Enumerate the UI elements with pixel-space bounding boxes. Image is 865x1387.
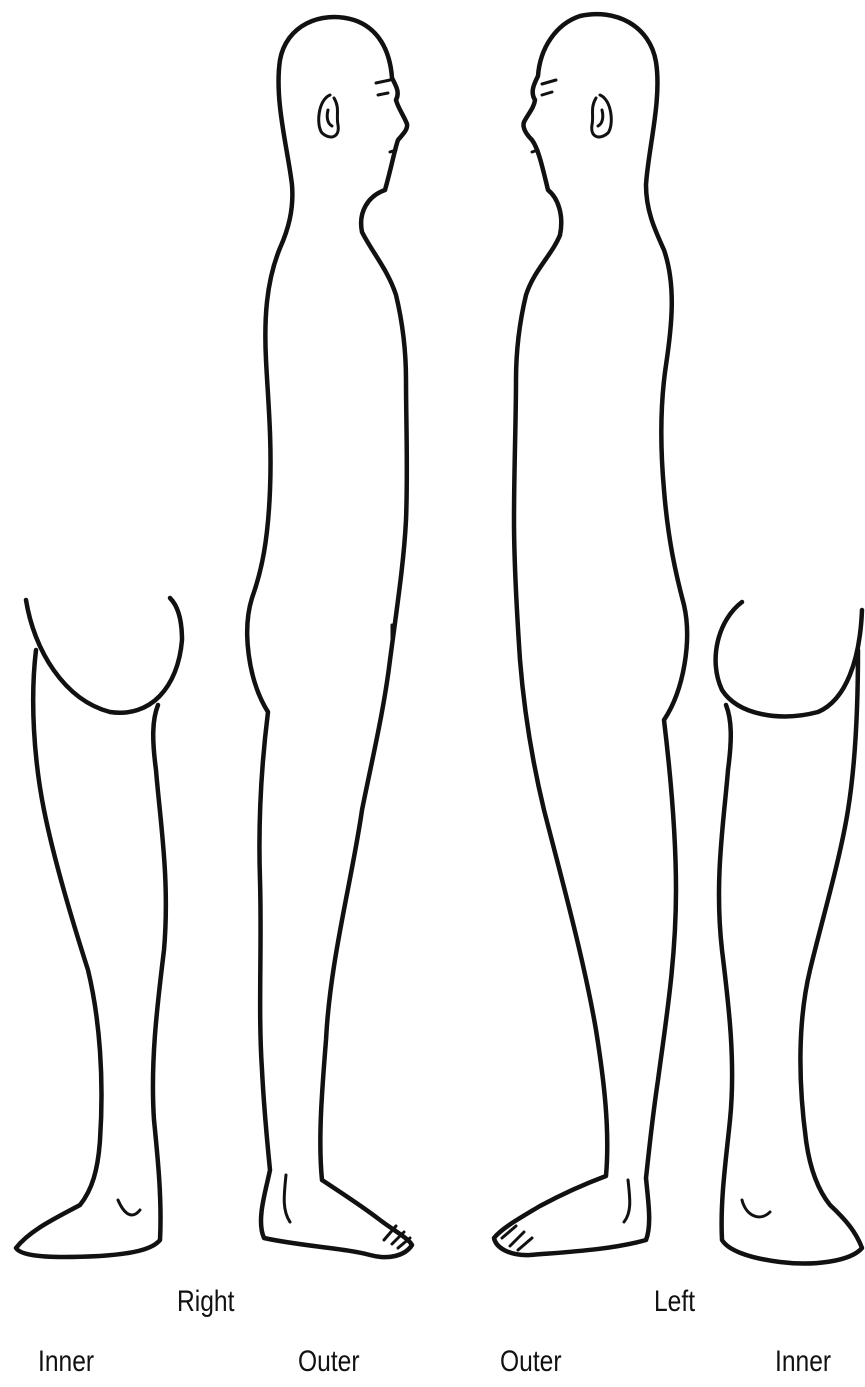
right-outer-view-label: Outer [298, 1345, 360, 1379]
right-inner-view-label: Inner [38, 1345, 94, 1379]
left-inner-leg-figure [716, 602, 862, 1263]
right-inner-leg-figure [16, 598, 182, 1257]
left-inner-view-label: Inner [775, 1345, 831, 1379]
left-outer-body-figure [494, 14, 687, 1255]
left-outer-view-label: Outer [500, 1345, 562, 1379]
right-side-label: Right [177, 1285, 234, 1319]
right-outer-body-figure [247, 17, 412, 1257]
left-side-label: Left [654, 1285, 695, 1319]
